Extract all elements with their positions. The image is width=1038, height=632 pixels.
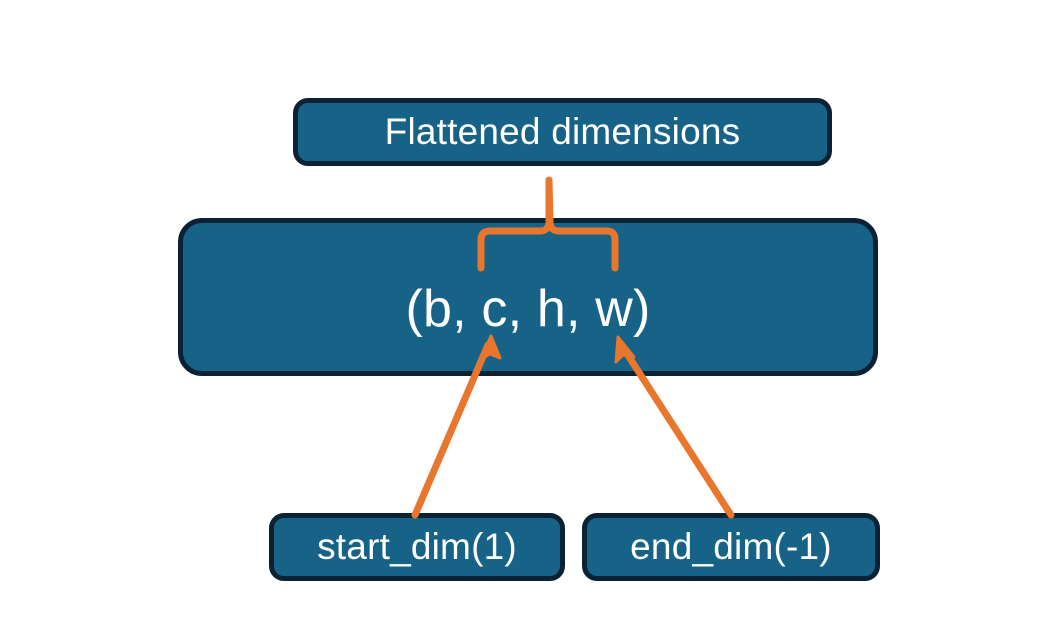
end-dim-label: end_dim(-1): [630, 526, 832, 567]
flattened-dimensions-label: Flattened dimensions: [384, 111, 741, 152]
tensor-shape-box: (b, c, h, w): [178, 218, 878, 376]
flattened-dimensions-box: Flattened dimensions: [293, 98, 832, 166]
start-dim-label: start_dim(1): [317, 526, 517, 567]
tensor-shape-label: (b, c, h, w): [405, 280, 651, 338]
end-dim-box: end_dim(-1): [582, 513, 880, 581]
start-dim-box: start_dim(1): [269, 513, 565, 581]
